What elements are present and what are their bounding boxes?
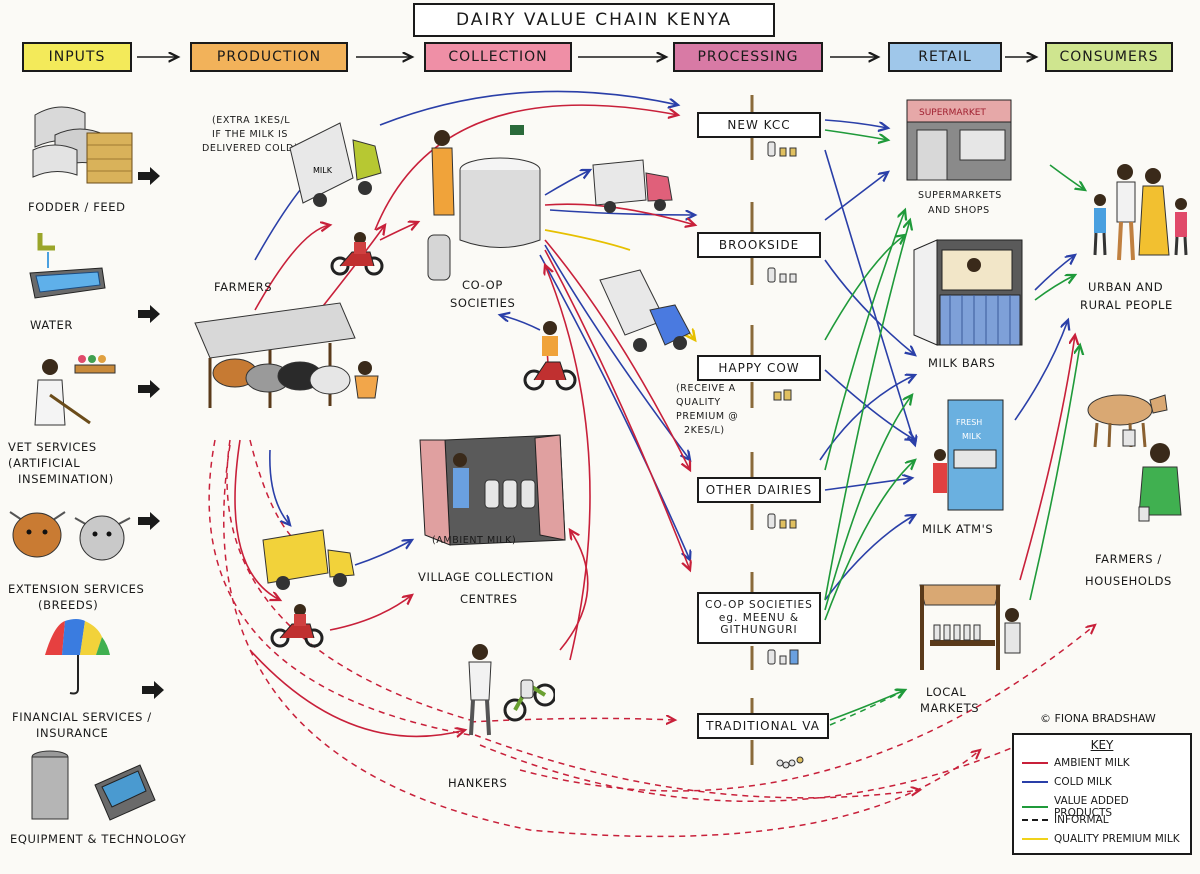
happy-cow-note-1: (RECEIVE A [676,383,736,394]
input-vet-sub1: (ARTIFICIAL [8,456,81,470]
cold-delivery-note-3: DELIVERED COLD) [202,143,299,154]
milk-bar-kiosk-icon [913,239,1023,346]
legend-item-ambient: AMBIENT MILK [1022,757,1130,769]
artist-credit: © FIONA BRADSHAW [1040,712,1156,725]
delivery-truck-pink-icon [592,159,673,213]
stage-retail: RETAIL [888,42,1002,72]
processor-other-dairies: OTHER DAIRIES [697,477,821,503]
atm-sign-milk: MILK [962,432,982,441]
milk-atm-machine-icon: FRESH MILK [933,399,1004,511]
supermarket-building-icon: SUPERMARKET [906,99,1012,181]
water-tap-icon [29,233,106,299]
hankers-label: HANKERS [448,776,508,790]
informal-flows [208,439,1095,838]
farmers-households-label-1: FARMERS / [1095,552,1162,566]
cold-delivery-note-1: (EXTRA 1KES/L [212,115,291,126]
legend-item-value-added: VALUE ADDED PRODUCTS [1022,795,1190,819]
local-market-stall-icon [919,584,1021,670]
informal-value-added [829,690,905,726]
input-extension-label: EXTENSION SERVICES [8,582,145,596]
happy-cow-note-3: PREMIUM @ [676,411,739,422]
coop-societies-label-2: SOCIETIES [450,296,516,310]
input-equipment-label: EQUIPMENT & TECHNOLOGY [10,832,187,846]
input-vet-label: VET SERVICES [8,440,97,454]
stage-consumers: CONSUMERS [1045,42,1173,72]
motorbike-red-icon [270,604,324,648]
supermarkets-label-1: SUPERMARKETS [918,190,1002,201]
stage-production: PRODUCTION [190,42,348,72]
village-centres-label-1: VILLAGE COLLECTION [418,570,554,584]
input-vet-sub2: INSEMINATION) [18,472,114,486]
atm-sign-fresh: FRESH [956,418,982,427]
milk-bars-label: MILK BARS [928,356,996,370]
coop-milk-tank-icon [427,125,541,281]
milk-truck-label: MILK [313,166,333,175]
motorbike-cans-icon [523,321,577,391]
happy-cow-note-4: 2KES/L) [684,425,725,436]
village-centres-label-2: CENTRES [460,592,518,606]
processor-posts-products-icon [750,95,804,769]
milk-truck-icon: MILK [289,122,382,207]
input-financial-sub: INSURANCE [36,726,109,740]
coop-processor-line-3: GITHUNGURI [720,624,798,637]
processor-traditional-va: TRADITIONAL VA [697,713,829,739]
supermarket-sign-text: SUPERMARKET [919,108,986,118]
cold-milk-flows [254,90,1075,601]
stage-inputs: INPUTS [22,42,132,72]
value-added-flows [824,129,1085,721]
coop-processor-line-1: CO-OP SOCIETIES [705,599,813,612]
coop-societies-label-1: CO-OP [462,278,503,292]
processor-new-kcc: NEW KCC [697,112,821,138]
hanker-person-bike-icon [468,644,555,736]
farmers-label: FARMERS [214,280,273,294]
legend-item-quality-premium: QUALITY PREMIUM MILK [1022,833,1180,845]
legend-item-cold: COLD MILK [1022,776,1112,788]
urban-rural-label-1: URBAN AND [1088,280,1164,294]
local-markets-label-2: MARKETS [920,701,980,715]
cold-delivery-note-2: IF THE MILK IS [212,129,289,140]
local-markets-label-1: LOCAL [926,685,967,699]
fodder-bales-icon [32,106,133,184]
happy-cow-note-2: QUALITY [676,397,721,408]
stage-collection: COLLECTION [424,42,572,72]
delivery-truck-blue-icon [599,269,691,352]
household-cow-person-icon [1087,394,1182,522]
legend-key: KEY AMBIENT MILK COLD MILK VALUE ADDED P… [1012,733,1192,855]
urban-rural-label-2: RURAL PEOPLE [1080,298,1173,312]
ambient-milk-note: (AMBIENT MILK) [432,535,517,546]
milk-atms-label: MILK ATM'S [922,522,994,536]
vet-person-icon [34,355,116,426]
legend-item-informal: INFORMAL [1022,814,1109,826]
equipment-icon [31,750,156,821]
diagram-title: DAIRY VALUE CHAIN KENYA [413,3,775,37]
input-extension-sub: (BREEDS) [38,598,99,612]
legend-title: KEY [1090,738,1114,752]
input-financial-label: FINANCIAL SERVICES / [12,710,152,724]
village-collection-shed-icon [419,434,566,546]
farm-shed-cows-icon [194,302,379,408]
stage-processing: PROCESSING [673,42,823,72]
processor-happy-cow: HAPPY COW [697,355,821,381]
input-water-label: WATER [30,318,73,332]
supermarkets-label-2: AND SHOPS [928,205,990,216]
yellow-milk-truck-icon [262,529,355,590]
farmers-households-label-2: HOUSEHOLDS [1085,574,1172,588]
processor-coop-societies: CO-OP SOCIETIES eg. MEENU & GITHUNGURI [697,592,821,644]
input-arrows [138,167,164,699]
processor-brookside: BROOKSIDE [697,232,821,258]
cattle-breeds-icon [9,511,131,561]
family-people-icon [1093,164,1188,261]
umbrella-icon [45,619,110,695]
coop-processor-line-2: eg. MEENU & [718,611,800,624]
motorbike-icon [330,232,384,276]
input-fodder-label: FODDER / FEED [28,200,126,214]
